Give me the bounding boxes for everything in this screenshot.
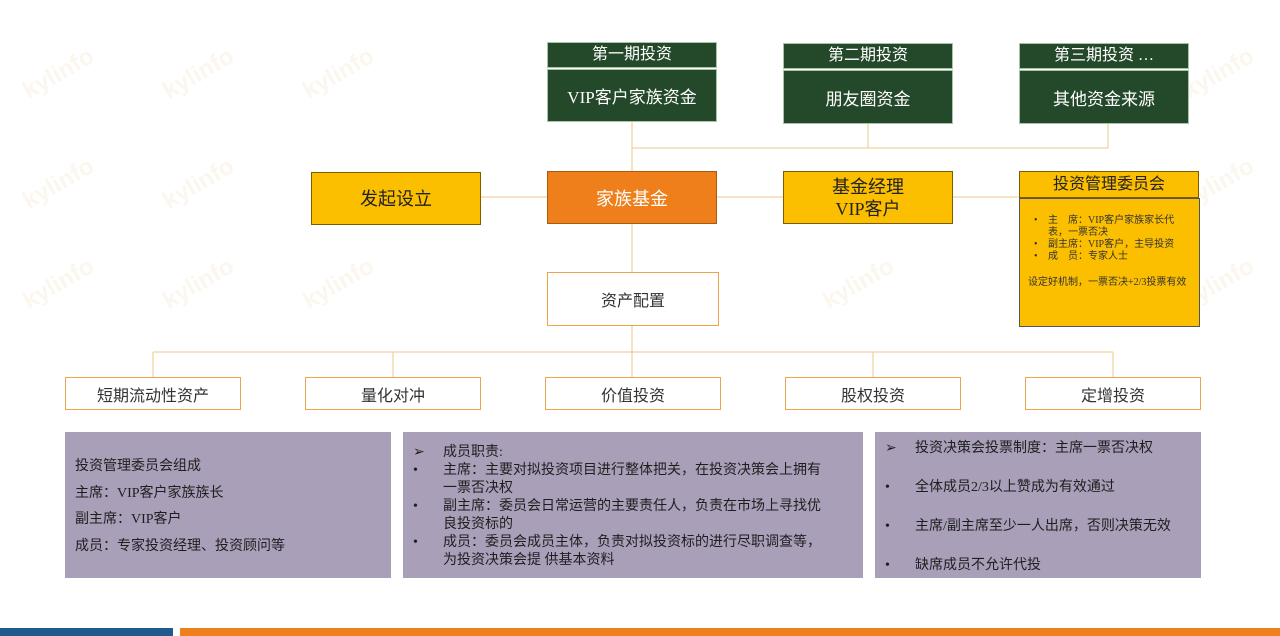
committee-detail-box: 主 席：VIP客户家族家长代表，一票否决 副主席：VIP客户，主导投资 成 员：… bbox=[1019, 198, 1200, 327]
committee-note: 设定好机制，一票否决+2/3投票有效 bbox=[1028, 277, 1187, 288]
asset-quant-hedge: 量化对冲 bbox=[305, 377, 481, 410]
duty-line: 主席：主要对拟投资项目进行整体把关，在投资决策会上拥有 bbox=[443, 463, 821, 478]
committee-member-item: 副主席：VIP客户，主导投资 bbox=[1034, 239, 1191, 251]
bullet-icon: • bbox=[413, 463, 418, 478]
duty-line: 成员：委员会成员主体，负责对拟投资标的进行尽职调查等， bbox=[443, 535, 821, 550]
duties-heading: ➢ 成员职责: bbox=[413, 444, 853, 462]
duty-item: • 副主席：委员会日常运营的主要责任人，负责在市场上寻找优良投资标的 bbox=[413, 498, 853, 534]
asset-allocation-box: 资产配置 bbox=[547, 272, 719, 326]
asset-equity-investing: 股权投资 bbox=[785, 377, 961, 410]
committee-member-item: 成 员：专家人士 bbox=[1034, 251, 1191, 263]
phase-3-label: 第三期投资 … bbox=[1019, 43, 1189, 69]
arrow-bullet-icon: ➢ bbox=[413, 445, 425, 460]
footer-blue-bar bbox=[0, 628, 173, 636]
duty-line: 副主席：委员会日常运营的主要责任人，负责在市场上寻找优 bbox=[443, 499, 821, 514]
fund-manager-subtitle: VIP客户 bbox=[835, 198, 901, 219]
duty-item: • 主席：主要对拟投资项目进行整体把关，在投资决策会上拥有一票否决权 bbox=[413, 462, 853, 498]
duty-line: 为投资决策会提 供基本资料 bbox=[443, 553, 615, 568]
voting-rule-item: • 主席/副主席至少一人出席，否则决策无效 bbox=[885, 518, 1191, 557]
duties-heading-text: 成员职责: bbox=[443, 445, 503, 460]
voting-rule-text: 缺席成员不允许代投 bbox=[915, 558, 1041, 573]
voting-rules-panel: ➢ 投资决策会投票制度：主席一票否决权 • 全体成员2/3以上赞成为有效通过 •… bbox=[875, 432, 1201, 578]
committee-title: 投资管理委员会 bbox=[1019, 171, 1199, 198]
voting-rule-text: 全体成员2/3以上赞成为有效通过 bbox=[915, 480, 1115, 495]
bullet-icon: • bbox=[885, 480, 890, 495]
family-fund-box: 家族基金 bbox=[547, 171, 717, 224]
phase-3-source: 其他资金来源 bbox=[1019, 70, 1189, 124]
voting-rule-item: • 全体成员2/3以上赞成为有效通过 bbox=[885, 479, 1191, 518]
committee-member-item: 主 席：VIP客户家族家长代表，一票否决 bbox=[1034, 215, 1191, 239]
fund-manager-box: 基金经理 VIP客户 bbox=[783, 171, 953, 224]
phase-1-source: VIP客户家族资金 bbox=[547, 69, 717, 122]
asset-private-placement: 定增投资 bbox=[1025, 377, 1201, 410]
sponsor-box: 发起设立 bbox=[311, 172, 481, 225]
phase-2-label: 第二期投资 bbox=[783, 43, 953, 69]
duty-line: 良投资标的 bbox=[443, 517, 513, 532]
members-line: 成员：专家投资经理、投资顾问等 bbox=[75, 538, 285, 554]
voting-rule-item: ➢ 投资决策会投票制度：主席一票否决权 bbox=[885, 440, 1191, 479]
committee-composition-panel: 投资管理委员会组成 主席：VIP客户家族族长 副主席：VIP客户 成员：专家投资… bbox=[65, 432, 391, 578]
committee-member-list: 主 席：VIP客户家族家长代表，一票否决 副主席：VIP客户，主导投资 成 员：… bbox=[1028, 215, 1191, 263]
bullet-icon: • bbox=[885, 519, 890, 534]
bullet-icon: • bbox=[885, 558, 890, 573]
chair-line: 主席：VIP客户家族族长 bbox=[75, 485, 224, 501]
member-duties-panel: ➢ 成员职责: • 主席：主要对拟投资项目进行整体把关，在投资决策会上拥有一票否… bbox=[403, 432, 863, 578]
vice-chair-line: 副主席：VIP客户 bbox=[75, 512, 182, 527]
phase-1-label: 第一期投资 bbox=[547, 42, 717, 68]
asset-short-term-liquidity: 短期流动性资产 bbox=[65, 377, 241, 410]
panel-heading: 投资管理委员会组成 bbox=[75, 459, 201, 474]
phase-2-source: 朋友圈资金 bbox=[783, 70, 953, 124]
fund-manager-title: 基金经理 bbox=[832, 176, 904, 197]
duty-item: • 成员：委员会成员主体，负责对拟投资标的进行尽职调查等， 为投资决策会提 供基本… bbox=[413, 534, 853, 570]
bullet-icon: • bbox=[413, 499, 418, 514]
voting-rule-text: 投资决策会投票制度：主席一票否决权 bbox=[915, 441, 1153, 456]
duty-text: 副主席：委员会日常运营的主要责任人，负责在市场上寻找优良投资标的 bbox=[443, 498, 821, 534]
arrow-bullet-icon: ➢ bbox=[885, 441, 897, 456]
asset-value-investing: 价值投资 bbox=[545, 377, 721, 410]
voting-rule-text: 主席/副主席至少一人出席，否则决策无效 bbox=[915, 519, 1171, 534]
footer-orange-bar bbox=[180, 628, 1280, 636]
voting-rule-item: • 缺席成员不允许代投 bbox=[885, 557, 1191, 596]
bullet-icon: • bbox=[413, 535, 418, 550]
duty-text: 成员：委员会成员主体，负责对拟投资标的进行尽职调查等， 为投资决策会提 供基本资料 bbox=[443, 534, 821, 570]
duty-line: 一票否决权 bbox=[443, 481, 513, 496]
duty-text: 主席：主要对拟投资项目进行整体把关，在投资决策会上拥有一票否决权 bbox=[443, 462, 821, 498]
